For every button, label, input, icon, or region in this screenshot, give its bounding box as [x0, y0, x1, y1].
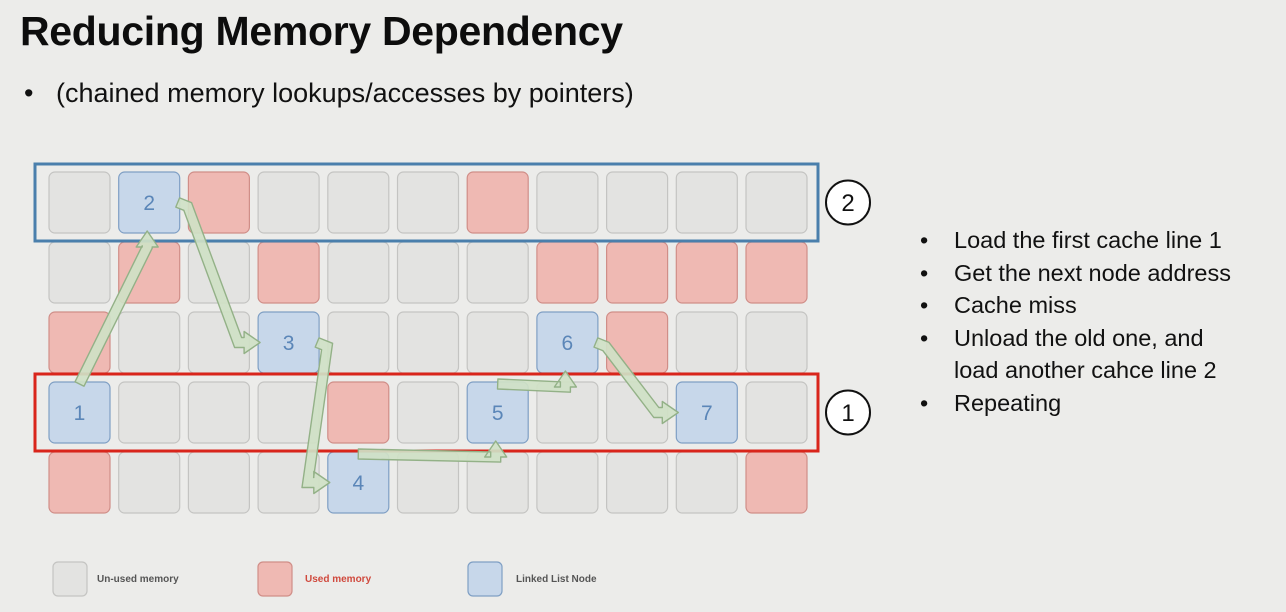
legend-swatch-node — [467, 561, 503, 597]
legend — [52, 561, 503, 597]
step-item: Unload the old one, and load another cah… — [920, 322, 1282, 387]
pointer-arrows — [74, 197, 679, 495]
memory-cell-used — [257, 241, 320, 304]
step-item: Load the first cache line 1 — [920, 224, 1282, 257]
memory-cell-used — [327, 381, 390, 444]
memory-cell-unused — [466, 241, 529, 304]
slide-title: Reducing Memory Dependency — [20, 8, 623, 54]
cache-line-marker — [825, 389, 871, 436]
memory-cell-unused — [187, 381, 250, 444]
cache-line-marker-label: 2 — [841, 190, 854, 217]
pointer-arrow — [496, 370, 578, 393]
pointer-arrow — [593, 337, 679, 425]
memory-cell-unused — [118, 381, 181, 444]
legend-label-unused: Un-used memory — [97, 574, 179, 585]
memory-cell-unused — [396, 381, 460, 444]
legend-swatch-unused — [52, 561, 88, 597]
step-item: Cache miss — [920, 289, 1282, 322]
cache-line-box — [33, 162, 820, 243]
memory-cell-unused — [396, 311, 460, 374]
cache-lines: 21 — [33, 162, 871, 453]
memory-cell-used — [675, 241, 738, 304]
step-item: Repeating — [920, 387, 1282, 420]
memory-cell-unused — [327, 241, 390, 304]
node-labels: 1 2 3 4 5 6 7 — [74, 192, 713, 495]
cache-line-marker-label: 1 — [841, 400, 854, 427]
node-label: 3 — [283, 332, 295, 355]
memory-cell-unused — [118, 311, 181, 374]
memory-cell-unused — [605, 451, 669, 514]
memory-cell-unused — [327, 171, 390, 234]
legend-swatch-used — [257, 561, 293, 597]
memory-cell-used — [745, 241, 808, 304]
memory-cell-unused — [187, 451, 250, 514]
bullet-marker: • — [24, 78, 34, 108]
memory-grid — [48, 171, 808, 514]
pointer-arrow — [74, 230, 159, 387]
memory-cell-unused — [396, 241, 460, 304]
step-item: Get the next node address — [920, 257, 1282, 290]
memory-cell-used — [605, 241, 669, 304]
memory-cell-unused — [396, 171, 460, 234]
memory-cell-unused — [536, 451, 599, 514]
node-label: 6 — [562, 332, 574, 355]
memory-cell-unused — [745, 171, 808, 234]
memory-cell-unused — [675, 171, 738, 234]
legend-label-node: Linked List Node — [516, 574, 597, 585]
memory-cell-unused — [745, 311, 808, 374]
memory-cell-unused — [745, 381, 808, 444]
node-label: 4 — [352, 472, 364, 495]
memory-cell-used — [536, 241, 599, 304]
memory-cell-unused — [48, 241, 111, 304]
memory-cell-unused — [466, 311, 529, 374]
node-label: 1 — [74, 402, 86, 425]
node-label: 2 — [143, 192, 155, 215]
pointer-arrow — [357, 440, 508, 463]
memory-cell-used — [466, 171, 529, 234]
memory-cell-unused — [327, 311, 390, 374]
pointer-arrow — [175, 197, 261, 355]
subtitle: • (chained memory lookups/accesses by poi… — [24, 78, 634, 109]
legend-label-used: Used memory — [305, 574, 372, 585]
memory-cell-unused — [48, 171, 111, 234]
memory-cell-unused — [257, 171, 320, 234]
cache-line-marker — [825, 179, 871, 226]
pointer-arrow — [301, 337, 334, 495]
memory-cell-unused — [675, 451, 738, 514]
memory-cell-unused — [536, 171, 599, 234]
memory-cell-used — [745, 451, 808, 514]
steps-list: Load the first cache line 1 Get the next… — [920, 224, 1282, 420]
subtitle-text: (chained memory lookups/accesses by poin… — [56, 78, 634, 108]
node-label: 5 — [492, 402, 504, 425]
node-label: 7 — [701, 402, 713, 425]
memory-cell-unused — [675, 311, 738, 374]
memory-cell-used — [48, 451, 111, 514]
memory-cell-unused — [118, 451, 181, 514]
memory-cell-unused — [605, 171, 669, 234]
